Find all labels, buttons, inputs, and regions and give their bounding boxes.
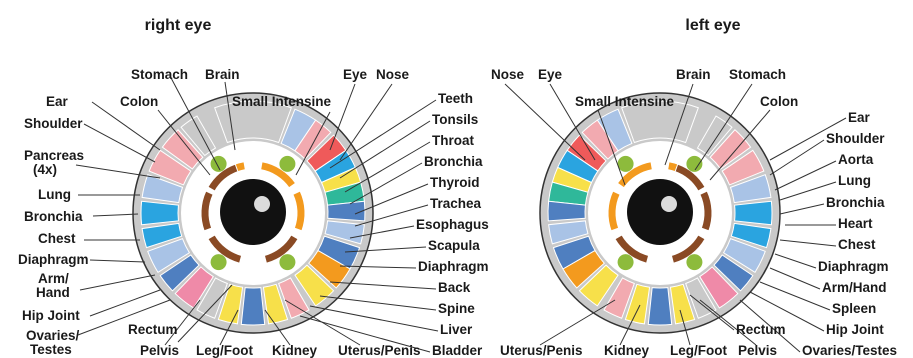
leader-line-1 xyxy=(92,102,160,150)
label-left-colon: Colon xyxy=(760,94,798,109)
right-eye-zone-8 xyxy=(328,201,365,221)
label-trachea: Trachea xyxy=(430,196,482,211)
label-scapula: Scapula xyxy=(428,238,480,253)
label-liver: Liver xyxy=(440,322,473,337)
leader-line-5 xyxy=(93,214,138,216)
label-right-nose: Nose xyxy=(376,67,410,82)
leader-line-8 xyxy=(80,275,155,290)
label-thyroid: Thyroid xyxy=(430,175,480,190)
left-eye-pancreas-marker-3 xyxy=(618,254,634,270)
label-left-uterus-penis: Uterus/Penis xyxy=(500,343,583,358)
label-right-chest: Chest xyxy=(38,231,76,246)
label-left-leg-foot: Leg/Foot xyxy=(670,343,727,358)
label-throat: Throat xyxy=(432,133,475,148)
label-spine: Spine xyxy=(438,301,475,316)
right-eye-pancreas-marker-4 xyxy=(211,254,227,270)
leader-line-9 xyxy=(90,290,160,316)
label-left-chest: Chest xyxy=(838,237,876,252)
label-left-arm-hand: Arm/Hand xyxy=(822,280,887,295)
label-right-colon: Colon xyxy=(120,94,158,109)
label-left-spleen: Spleen xyxy=(832,301,876,316)
label-right-small-intestine: Small Intensine xyxy=(232,94,332,109)
label-right-arm-hand-2: Hand xyxy=(36,285,70,300)
leader-line-57 xyxy=(540,300,615,345)
label-right-leg-foot: Leg/Foot xyxy=(196,343,253,358)
leader-line-47 xyxy=(780,240,836,246)
right-eye-pupil xyxy=(220,179,286,245)
leader-line-48 xyxy=(775,254,816,268)
label-left-rectum: Rectum xyxy=(736,322,786,337)
leader-line-2 xyxy=(84,124,155,162)
leader-line-50 xyxy=(760,282,830,310)
left-eye-pancreas-marker-1 xyxy=(686,156,702,172)
label-bronchia: Bronchia xyxy=(424,154,483,169)
label-bladder: Bladder xyxy=(432,343,483,358)
label-left-heart: Heart xyxy=(838,216,873,231)
label-left-stomach: Stomach xyxy=(729,67,786,82)
label-right-brain: Brain xyxy=(205,67,240,82)
left-eye-pupil xyxy=(627,179,693,245)
label-right-rectum: Rectum xyxy=(128,322,178,337)
label-left-hip-joint: Hip Joint xyxy=(826,322,884,337)
right-eye-title: right eye xyxy=(145,17,212,34)
label-left-pelvis: Pelvis xyxy=(738,343,777,358)
label-right-eye: Eye xyxy=(343,67,368,82)
left-eye-zone-22 xyxy=(735,201,772,224)
right-eye-zone-22 xyxy=(141,201,178,224)
label-left-small-intestine: Small Intensine xyxy=(575,94,675,109)
label-left-brain: Brain xyxy=(676,67,711,82)
right-eye-chart xyxy=(133,93,373,333)
label-left-aorta: Aorta xyxy=(838,152,874,167)
left-eye-chart xyxy=(540,93,780,333)
label-left-bronchia: Bronchia xyxy=(826,195,885,210)
label-right-hip-joint: Hip Joint xyxy=(22,308,80,323)
label-right-lung: Lung xyxy=(38,187,71,202)
label-diaphragm: Diaphragm xyxy=(418,259,489,274)
left-eye-pupil-highlight xyxy=(661,196,677,212)
left-eye-pancreas-marker-2 xyxy=(618,156,634,172)
leader-line-7 xyxy=(90,260,145,262)
label-right-stomach: Stomach xyxy=(131,67,188,82)
label-esophagus: Esophagus xyxy=(416,217,489,232)
leader-line-17 xyxy=(330,100,436,168)
leader-line-28 xyxy=(310,306,438,331)
label-right-pancreas: Pancreas xyxy=(24,148,84,163)
label-right-ear: Ear xyxy=(46,94,69,109)
label-left-ovaries-testes: Ovaries/Testes xyxy=(802,343,897,358)
label-right-kidney: Kidney xyxy=(272,343,318,358)
label-right-pancreas-4x: (4x) xyxy=(33,162,57,177)
label-right-ovaries: Ovaries/ xyxy=(26,328,80,343)
label-left-shoulder: Shoulder xyxy=(826,131,885,146)
left-eye-pancreas-marker-4 xyxy=(686,254,702,270)
label-left-ear: Ear xyxy=(848,110,871,125)
label-left-lung: Lung xyxy=(838,173,871,188)
left-eye-zone-15 xyxy=(648,288,671,325)
label-right-bronchia: Bronchia xyxy=(24,209,83,224)
left-eye-title: left eye xyxy=(685,17,740,34)
right-eye-pancreas-marker-1 xyxy=(211,156,227,172)
label-left-nose: Nose xyxy=(491,67,525,82)
leader-line-14 xyxy=(340,84,392,160)
label-right-diaphragm: Diaphragm xyxy=(18,252,89,267)
leader-line-49 xyxy=(770,268,820,289)
leader-line-27 xyxy=(320,296,436,310)
label-right-shoulder: Shoulder xyxy=(24,116,83,131)
label-teeth: Teeth xyxy=(438,91,473,106)
right-eye-zone-15 xyxy=(241,288,264,325)
label-left-eye: Eye xyxy=(538,67,563,82)
right-eye-pancreas-marker-2 xyxy=(279,156,295,172)
label-back: Back xyxy=(438,280,471,295)
label-right-uterus-penis: Uterus/Penis xyxy=(338,343,421,358)
label-left-kidney: Kidney xyxy=(604,343,650,358)
label-right-pelvis: Pelvis xyxy=(140,343,179,358)
label-right-testes: Testes xyxy=(30,342,72,357)
leader-line-45 xyxy=(780,204,824,214)
label-tonsils: Tonsils xyxy=(432,112,478,127)
left-eye-zone-8 xyxy=(548,201,585,221)
right-eye-pancreas-marker-3 xyxy=(279,254,295,270)
right-eye-pupil-highlight xyxy=(254,196,270,212)
label-left-diaphragm: Diaphragm xyxy=(818,259,889,274)
label-right-arm-hand: Arm/ xyxy=(38,271,69,286)
